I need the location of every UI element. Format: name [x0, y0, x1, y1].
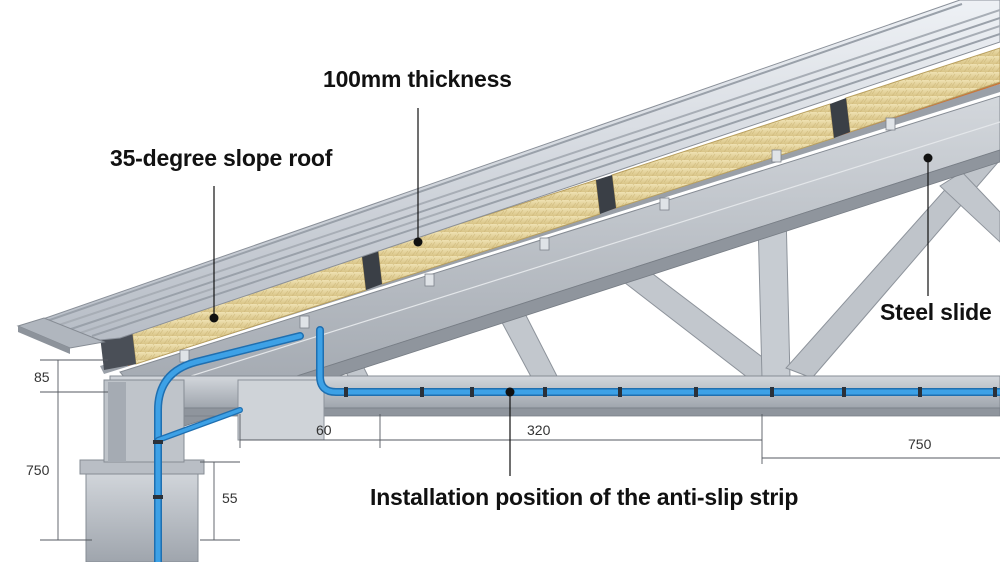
dim-750-left: 750 [26, 462, 50, 478]
label-thickness: 100mm thickness [323, 66, 512, 92]
dim-85: 85 [34, 369, 50, 385]
callout-leaders [209, 108, 933, 476]
label-slope-roof: 35-degree slope roof [110, 145, 333, 171]
dim-320: 320 [527, 422, 551, 438]
dim-750-right: 750 [908, 436, 932, 452]
label-steel-slide: Steel slide [880, 299, 992, 325]
insulation-layer [100, 47, 1000, 370]
anti-slip-strip [154, 326, 1000, 562]
strip-clamps [153, 387, 997, 499]
bottom-chord-beam [109, 375, 1000, 441]
dim-60: 60 [316, 422, 332, 438]
label-anti-slip-strip: Installation position of the anti-slip s… [370, 484, 799, 510]
truss-web [339, 127, 1000, 389]
roof-sheet [16, 0, 1000, 354]
dimension-lines [40, 359, 1000, 541]
dim-55: 55 [222, 490, 238, 506]
steel-column [79, 379, 205, 562]
